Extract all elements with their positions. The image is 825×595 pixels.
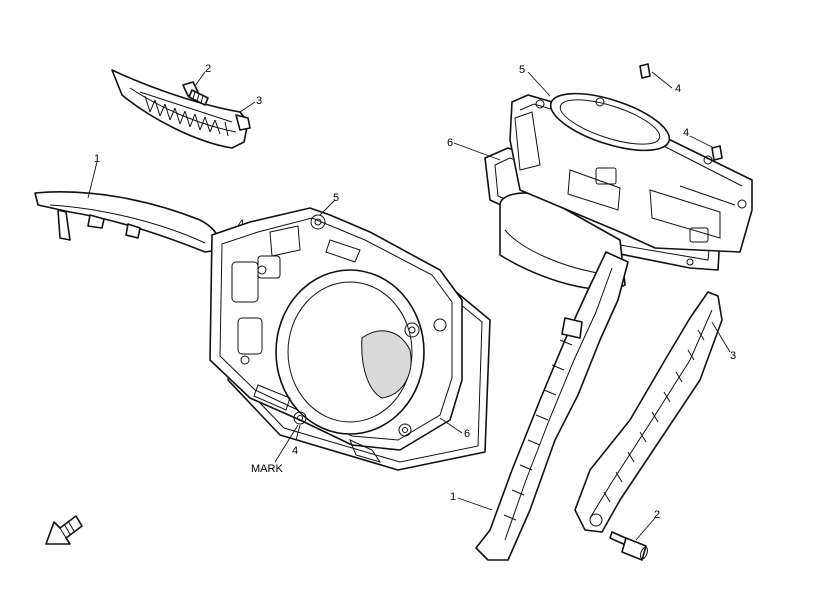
callout-4-front: 4 — [292, 445, 298, 457]
callout-2-top: 2 — [205, 63, 211, 75]
front-arrow-icon — [45, 515, 83, 545]
cylinder-block-front — [209, 207, 463, 463]
chain-guide-rail-right — [475, 251, 629, 561]
guide-ribs — [144, 95, 229, 137]
bolt-top-left — [182, 81, 209, 106]
callout-1-left: 1 — [94, 153, 100, 165]
callout-4-left: 4 — [238, 218, 244, 230]
callout-6-side: 6 — [447, 137, 453, 149]
callout-3-top: 3 — [256, 95, 262, 107]
chain-guide-top-left — [111, 69, 251, 149]
chain-guide-rail-left — [34, 191, 220, 253]
tensioner-guide-right — [574, 291, 723, 533]
dowel-pin-top-right-a — [639, 63, 651, 79]
callout-5-side: 5 — [519, 64, 525, 76]
callout-5-front: 5 — [333, 192, 339, 204]
callout-6-front: 6 — [464, 428, 470, 440]
callout-4-top-right-a: 4 — [675, 83, 681, 95]
bolt-right — [609, 531, 648, 561]
cylinder-block-side — [499, 92, 753, 291]
callout-2-right: 2 — [654, 509, 660, 521]
callout-1-right: 1 — [450, 491, 456, 503]
mark-label: MARK — [251, 463, 283, 475]
callout-3-right: 3 — [730, 350, 736, 362]
dowel-pin-top-right-b — [711, 145, 723, 161]
callout-4-top-right-b: 4 — [683, 127, 689, 139]
